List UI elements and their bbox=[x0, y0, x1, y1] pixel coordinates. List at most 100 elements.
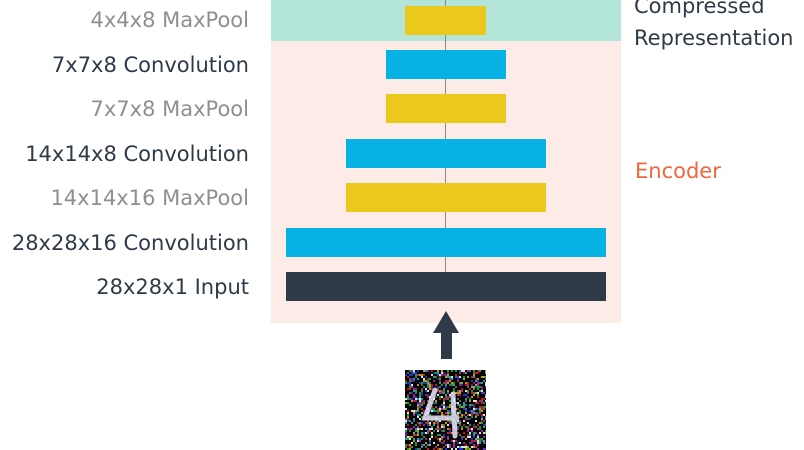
noise-pixel bbox=[471, 428, 473, 430]
noise-pixel bbox=[473, 426, 475, 428]
noise-pixel bbox=[417, 434, 419, 436]
noise-pixel bbox=[473, 444, 475, 446]
noise-pixel bbox=[473, 382, 475, 384]
noise-pixel bbox=[423, 386, 425, 388]
noise-pixel bbox=[463, 394, 465, 396]
noise-pixel bbox=[447, 446, 449, 448]
noise-pixel bbox=[443, 400, 445, 402]
noise-pixel bbox=[423, 436, 425, 438]
noise-pixel bbox=[431, 406, 433, 408]
noise-pixel bbox=[441, 438, 443, 440]
noise-pixel bbox=[477, 370, 479, 372]
noise-pixel bbox=[483, 442, 485, 444]
noise-pixel bbox=[481, 418, 483, 420]
noise-pixel bbox=[447, 410, 449, 412]
noise-pixel bbox=[427, 448, 429, 450]
noise-pixel bbox=[411, 386, 413, 388]
noise-pixel bbox=[461, 390, 463, 392]
noise-pixel bbox=[427, 370, 429, 372]
noise-pixel bbox=[449, 432, 451, 434]
noise-pixel bbox=[413, 414, 415, 416]
noise-pixel bbox=[443, 372, 445, 374]
noise-pixel bbox=[419, 392, 421, 394]
noise-pixel bbox=[445, 398, 447, 400]
noise-pixel bbox=[415, 412, 417, 414]
noise-pixel bbox=[479, 406, 481, 408]
noise-pixel bbox=[439, 434, 441, 436]
noise-pixel bbox=[405, 422, 407, 424]
noise-pixel bbox=[409, 388, 411, 390]
noise-pixel bbox=[475, 412, 477, 414]
noise-pixel bbox=[445, 412, 447, 414]
noise-pixel bbox=[485, 406, 486, 408]
noise-pixel bbox=[439, 378, 441, 380]
noise-pixel bbox=[429, 388, 431, 390]
noise-pixel bbox=[417, 398, 419, 400]
noise-pixel bbox=[455, 448, 457, 450]
noise-pixel bbox=[465, 404, 467, 406]
noise-pixel bbox=[461, 406, 463, 408]
noise-pixel bbox=[411, 410, 413, 412]
noise-pixel bbox=[417, 416, 419, 418]
noise-pixel bbox=[481, 416, 483, 418]
noise-pixel bbox=[449, 384, 451, 386]
noise-pixel bbox=[435, 400, 437, 402]
noise-pixel bbox=[479, 386, 481, 388]
noise-pixel bbox=[437, 390, 439, 392]
noise-pixel bbox=[445, 384, 447, 386]
noise-pixel bbox=[473, 440, 475, 442]
noise-pixel bbox=[481, 406, 483, 408]
noise-pixel bbox=[435, 396, 437, 398]
noise-pixel bbox=[485, 424, 486, 426]
noise-pixel bbox=[407, 444, 409, 446]
noise-pixel bbox=[461, 370, 463, 372]
noise-pixel bbox=[457, 420, 459, 422]
noise-pixel bbox=[475, 402, 477, 404]
noise-pixel bbox=[405, 444, 407, 446]
noise-pixel bbox=[431, 384, 433, 386]
noise-pixel bbox=[471, 430, 473, 432]
noise-pixel bbox=[419, 424, 421, 426]
noise-pixel bbox=[435, 402, 437, 404]
noise-pixel bbox=[417, 438, 419, 440]
noise-pixel bbox=[411, 446, 413, 448]
noise-pixel bbox=[443, 424, 445, 426]
noise-pixel bbox=[415, 392, 417, 394]
noise-pixel bbox=[407, 420, 409, 422]
noise-pixel bbox=[429, 422, 431, 424]
noise-pixel bbox=[419, 382, 421, 384]
noise-pixel bbox=[437, 420, 439, 422]
noise-pixel bbox=[479, 370, 481, 372]
noise-pixel bbox=[441, 372, 443, 374]
noise-pixel bbox=[465, 416, 467, 418]
noise-pixel bbox=[459, 416, 461, 418]
noise-pixel bbox=[469, 370, 471, 372]
noise-pixel bbox=[429, 382, 431, 384]
noise-pixel bbox=[425, 446, 427, 448]
noise-pixel bbox=[463, 370, 465, 372]
noise-pixel bbox=[441, 392, 443, 394]
noise-pixel bbox=[471, 380, 473, 382]
noise-pixel bbox=[455, 402, 457, 404]
noise-pixel bbox=[435, 446, 437, 448]
noise-pixel bbox=[405, 398, 407, 400]
noise-pixel bbox=[461, 388, 463, 390]
noise-pixel bbox=[439, 406, 441, 408]
noise-pixel bbox=[453, 440, 455, 442]
noise-pixel bbox=[459, 382, 461, 384]
noise-pixel bbox=[453, 384, 455, 386]
noise-pixel bbox=[419, 402, 421, 404]
noise-pixel bbox=[485, 422, 486, 424]
noise-pixel bbox=[461, 448, 463, 450]
noise-pixel bbox=[455, 392, 457, 394]
noise-pixel bbox=[447, 444, 449, 446]
noise-pixel bbox=[447, 382, 449, 384]
noise-pixel bbox=[481, 420, 483, 422]
noise-pixel bbox=[459, 434, 461, 436]
noise-pixel bbox=[405, 446, 407, 448]
noise-pixel bbox=[443, 388, 445, 390]
noise-pixel bbox=[411, 398, 413, 400]
noise-pixel bbox=[469, 404, 471, 406]
noise-pixel bbox=[437, 394, 439, 396]
noise-pixel bbox=[427, 432, 429, 434]
